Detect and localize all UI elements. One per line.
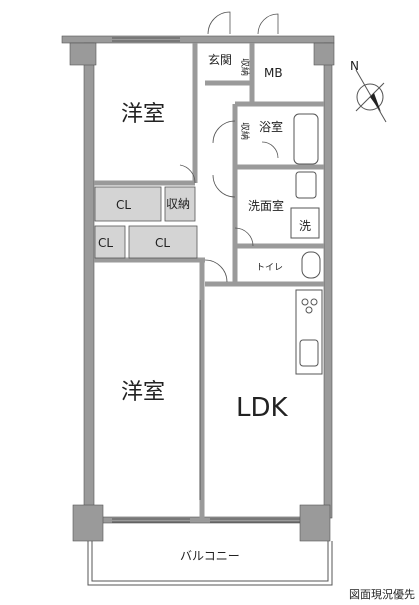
outer-walls — [61, 35, 335, 542]
room-western-top: 洋室 — [121, 102, 165, 127]
room-washroom: 洗面室 — [248, 198, 284, 213]
closet-1 — [94, 186, 162, 222]
closet-3 — [128, 225, 198, 259]
stove-burner — [305, 306, 313, 314]
kitchen-counter — [295, 289, 323, 375]
closets — [94, 186, 198, 259]
storage-box — [164, 186, 196, 222]
compass: N — [350, 59, 387, 123]
room-balcony: バルコニー — [180, 549, 240, 563]
storage-vertical-1: 収納 — [239, 58, 251, 76]
closet-2 — [94, 225, 126, 259]
room-mb: MB — [264, 66, 283, 80]
windows — [112, 37, 300, 523]
room-western-bottom: 洋室 — [121, 380, 165, 405]
room-storage: 収納 — [166, 197, 190, 211]
kitchen-sink — [299, 339, 319, 367]
room-washer: 洗 — [299, 219, 311, 233]
closet-1-label: CL — [116, 198, 131, 212]
room-toilet: トイレ — [256, 263, 283, 273]
room-ldk: LDK — [236, 393, 289, 423]
room-bath: 浴室 — [259, 119, 283, 134]
room-entrance: 玄関 — [208, 52, 232, 67]
stove-burner — [310, 298, 318, 306]
compass-needle-icon — [370, 93, 381, 112]
stove-burner — [301, 298, 309, 306]
balcony — [87, 541, 333, 586]
washer-pan — [290, 207, 320, 239]
room-labels: 洋室 洋室 LDK 玄関 MB 浴室 洗面室 洗 トイレ 収納 CL CL CL… — [98, 52, 311, 563]
closet-3-label: CL — [155, 236, 170, 250]
compass-circle — [356, 83, 384, 111]
closet-2-label: CL — [98, 236, 113, 250]
interior-walls — [94, 43, 324, 518]
wash-basin — [295, 171, 317, 199]
doors — [179, 11, 279, 283]
storage-vertical-2: 収納 — [239, 122, 251, 140]
toilet-bowl — [301, 251, 321, 279]
footer-note: 図面現況優先 — [349, 588, 415, 601]
fixtures — [290, 113, 323, 375]
compass-north-label: N — [350, 59, 359, 73]
bathtub — [293, 113, 319, 165]
